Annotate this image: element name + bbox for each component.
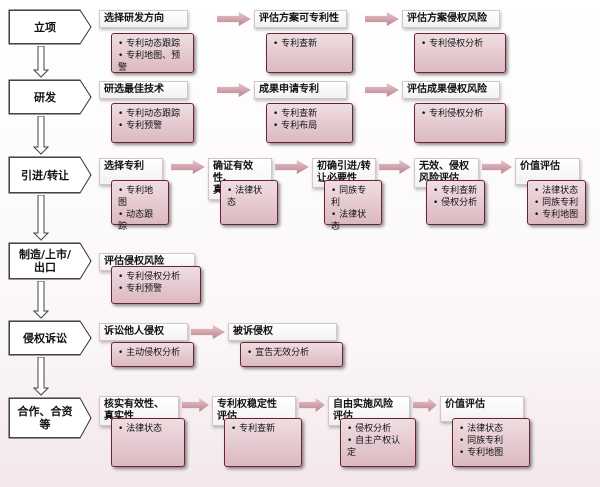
step-detail-item: 主动侵权分析	[118, 347, 187, 359]
flow-arrow	[482, 160, 512, 174]
step-detail-list: 专利查新	[273, 38, 346, 50]
step-detail-item: 专利布局	[273, 120, 346, 132]
step-detail-list: 法律状态	[227, 185, 271, 209]
step-detail-list: 法律状态同族专利专利地图	[534, 185, 579, 221]
step-detail-item: 侵权分析	[433, 197, 478, 209]
step-detail-item: 法律状态	[459, 423, 523, 435]
step-detail-item: 专利地图	[459, 447, 523, 459]
step-detail-item: 专利地图、预警	[118, 50, 187, 74]
step-detail-item: 专利查新	[433, 185, 478, 197]
down-arrow	[33, 357, 49, 396]
step-title: 评估方案侵权风险	[402, 10, 500, 28]
step-detail-list: 专利查新专利布局	[273, 108, 346, 132]
step-title: 被诉侵权	[228, 323, 337, 341]
down-arrow	[33, 195, 49, 241]
step-detail-item: 法律状态	[227, 185, 271, 209]
step-detail: 法律状态	[111, 418, 185, 467]
step-detail: 专利侵权分析专利预警	[111, 266, 201, 304]
step-detail-item: 专利动态跟踪	[118, 38, 187, 50]
step-detail-list: 专利侵权分析专利预警	[118, 271, 194, 295]
step-detail-list: 专利侵权分析	[421, 38, 499, 50]
down-arrow	[33, 116, 49, 155]
step-detail-item: 同族专利	[331, 185, 375, 209]
step-detail-item: 专利动态跟踪	[118, 108, 187, 120]
step-detail: 法律状态	[220, 180, 278, 225]
step-title: 诉讼他人侵权	[99, 323, 188, 341]
step-detail-list: 宣告无效分析	[247, 347, 336, 359]
step-detail-item: 动态跟踪	[118, 209, 162, 233]
step-title: 评估方案可专利性	[254, 10, 347, 28]
step-detail: 宣告无效分析	[240, 342, 343, 367]
step-title: 成果申请专利	[254, 81, 347, 99]
step-detail-list: 专利查新侵权分析	[433, 185, 478, 209]
flow-arrow	[275, 160, 309, 174]
step-detail: 专利地图动态跟踪	[111, 180, 169, 232]
step-detail: 专利侵权分析	[414, 33, 506, 73]
flow-arrow	[379, 160, 411, 174]
step-detail-item: 专利查新	[273, 108, 346, 120]
flow-arrow	[365, 83, 399, 97]
stage-label: 引进/转让	[9, 157, 91, 193]
step-detail-list: 专利侵权分析	[421, 108, 499, 120]
step-detail-item: 法律状态	[118, 423, 178, 435]
step-detail-item: 法律状态	[534, 185, 579, 197]
step-detail: 专利动态跟踪专利地图、预警	[111, 33, 194, 73]
step-detail-list: 专利动态跟踪专利地图、预警	[118, 38, 187, 74]
step-detail-item: 专利地图	[118, 185, 162, 209]
step-detail-list: 法律状态同族专利专利地图	[459, 423, 523, 459]
stage-label: 制造/上市/ 出口	[9, 243, 91, 279]
step-detail: 同族专利法律状态	[324, 180, 382, 232]
flow-arrow	[413, 398, 437, 412]
step-detail-list: 专利动态跟踪专利预警	[118, 108, 187, 132]
step-detail-item: 专利地图	[534, 209, 579, 221]
step-title: 选择研发方向	[99, 10, 188, 28]
step-detail-list: 专利查新	[231, 423, 295, 435]
stage-label: 立项	[9, 10, 91, 44]
step-detail-item: 侵权分析	[347, 423, 409, 435]
step-detail-item: 专利查新	[231, 423, 295, 435]
flow-arrow	[299, 398, 325, 412]
flow-arrow	[217, 83, 251, 97]
step-detail: 专利查新专利布局	[266, 103, 353, 143]
flow-arrow	[171, 160, 205, 174]
stage-label: 研发	[9, 80, 91, 114]
step-detail-item: 专利侵权分析	[421, 108, 499, 120]
flow-arrow	[217, 12, 251, 26]
down-arrow	[33, 46, 49, 78]
step-detail-item: 专利预警	[118, 283, 194, 295]
stage-label: 侵权诉讼	[9, 321, 91, 355]
step-detail-item: 同族专利	[459, 435, 523, 447]
step-detail-list: 法律状态	[118, 423, 178, 435]
step-detail-item: 专利侵权分析	[118, 271, 194, 283]
stage-label: 合作、合资 等	[9, 398, 91, 438]
step-detail-list: 同族专利法律状态	[331, 185, 375, 233]
step-detail: 专利查新	[266, 33, 353, 73]
step-detail: 侵权分析自主产权认 定	[340, 418, 416, 467]
step-title: 价值评估	[440, 396, 524, 422]
step-detail-item: 专利查新	[273, 38, 346, 50]
down-arrow	[33, 281, 49, 319]
step-detail-list: 专利地图动态跟踪	[118, 185, 162, 233]
step-detail: 法律状态同族专利专利地图	[527, 180, 586, 225]
flow-arrow	[365, 12, 399, 26]
step-title: 研选最佳技术	[99, 81, 188, 99]
step-title: 评估成果侵权风险	[402, 81, 500, 99]
step-detail-list: 侵权分析自主产权认 定	[347, 423, 409, 459]
step-detail-item: 宣告无效分析	[247, 347, 336, 359]
step-detail: 法律状态同族专利专利地图	[452, 418, 530, 467]
step-detail: 专利侵权分析	[414, 103, 506, 143]
step-detail-list: 主动侵权分析	[118, 347, 187, 359]
step-detail-item: 自主产权认 定	[347, 435, 409, 459]
step-detail: 专利查新	[224, 418, 302, 467]
step-detail: 主动侵权分析	[111, 342, 194, 367]
step-detail-item: 同族专利	[534, 197, 579, 209]
step-detail: 专利动态跟踪专利预警	[111, 103, 194, 143]
step-detail-item: 专利预警	[118, 120, 187, 132]
flow-arrow	[182, 398, 209, 412]
step-detail-item: 法律状态	[331, 209, 375, 233]
step-detail-item: 专利侵权分析	[421, 38, 499, 50]
step-detail: 专利查新侵权分析	[426, 180, 485, 225]
flow-arrow	[191, 325, 225, 339]
